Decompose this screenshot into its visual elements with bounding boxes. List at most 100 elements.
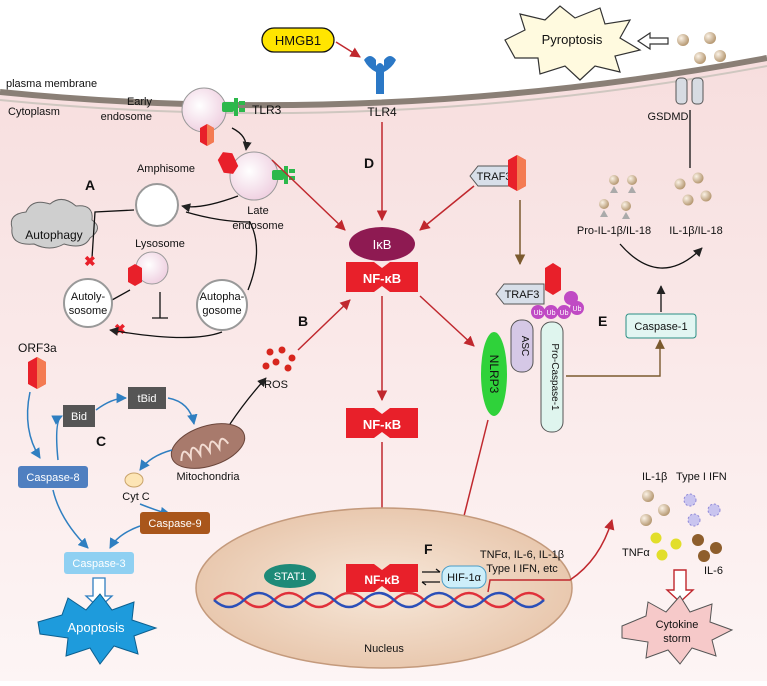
il6-particles	[692, 534, 722, 562]
tbid-box	[128, 387, 166, 409]
arrow-casp9-to-casp3	[109, 525, 141, 549]
hmgb1-label: HMGB1	[275, 33, 321, 48]
arrow-to-pyroptosis	[636, 31, 669, 51]
mitochondria-icon	[170, 423, 246, 469]
nucleus-label: Nucleus	[364, 643, 404, 655]
letter-b: B	[298, 313, 308, 329]
ub-label-4: Ub	[573, 306, 582, 313]
caspase1-box	[625, 313, 697, 339]
gsdmd-pore-icon	[675, 77, 704, 105]
line-lysosome-inhibit	[111, 289, 168, 319]
caspase8-label: Caspase-8	[26, 472, 79, 484]
amphisome-label: Amphisome	[137, 163, 195, 175]
traf3-top-label: TRAF3	[477, 171, 512, 183]
caspase3-label: Caspase-3	[72, 558, 125, 570]
arrow-inflammasome-to-casp1	[566, 339, 665, 377]
cytokine-storm-burst	[621, 595, 734, 665]
inhibit-mark-1: ✖	[84, 253, 96, 269]
letter-a: A	[85, 177, 95, 193]
arrow-bid-to-tbid	[95, 392, 128, 411]
late-endosome-label-1: Late	[247, 205, 268, 217]
cytokines-text-1: TNFα, IL-6, IL-1β	[480, 549, 564, 561]
cytokine-storm-label-1: Cytokine	[656, 619, 699, 631]
caspase9-label: Caspase-9	[148, 518, 201, 530]
early-endosome-label-2: endosome	[101, 111, 152, 123]
bid-box	[63, 405, 95, 427]
il-label: IL-1β/IL-18	[669, 225, 722, 237]
apoptosis-label: Apoptosis	[67, 620, 125, 635]
plasma-membrane-label: plasma membrane	[6, 78, 97, 90]
arrow-tlr3-to-nfkb	[271, 159, 346, 231]
letter-d: D	[364, 155, 374, 171]
arrow-hmgb1-tlr4	[335, 41, 361, 58]
orf3a-label: ORF3a	[18, 341, 57, 355]
procaspase1-label: Pro-Caspase-1	[549, 343, 560, 411]
inhibit-mark-2: ✖	[114, 321, 126, 337]
stat1-ellipse	[264, 564, 316, 588]
caspase9-box	[140, 512, 210, 534]
ub-label-3: Ub	[560, 310, 569, 317]
ub-label-1: Ub	[534, 310, 543, 317]
nfkb-complex-top	[346, 262, 418, 292]
bid-label: Bid	[71, 411, 87, 423]
autophagosome	[196, 279, 248, 331]
arrow-tbid-to-mito	[167, 397, 198, 426]
arrow-mito-to-cytc	[139, 449, 173, 471]
caspase8-box	[18, 466, 88, 488]
hif-box	[441, 565, 487, 589]
arrow-pro-il-to-il	[619, 243, 703, 269]
ikb-label: IκB	[373, 237, 392, 252]
ub-label-2: Ub	[547, 310, 556, 317]
pyroptosis-label: Pyroptosis	[542, 32, 603, 47]
autophagy-cloud	[10, 199, 98, 249]
late-endosome	[229, 151, 279, 201]
arrow-autophagosome-to-autolysosome	[109, 326, 223, 339]
letter-c: C	[96, 433, 106, 449]
caspase1-label: Caspase-1	[634, 321, 687, 333]
arrow-mito-to-ros	[229, 377, 267, 425]
cytoplasm-label: Cytoplasm	[8, 106, 60, 118]
tnfa-particles	[650, 532, 682, 561]
asc-label: ASC	[519, 336, 530, 357]
ros-label: ROS	[264, 379, 288, 391]
early-endosome	[181, 87, 227, 133]
nlrp3-label: NLRP3	[487, 355, 501, 394]
virus-icon-lysosome	[128, 264, 142, 286]
arrow-late-to-amphisome	[181, 195, 239, 213]
nfkb-label-nucleus: NF-κB	[364, 573, 400, 587]
nlrp3-ellipse	[481, 332, 507, 416]
arrow-ros-to-nfkb	[297, 299, 351, 351]
arrow-traf3-to-nfkb	[419, 185, 475, 231]
il-particles-outside	[677, 32, 726, 64]
nfkb-complex-middle	[346, 408, 418, 438]
stat1-label: STAT1	[274, 571, 307, 583]
tnfa-label: TNFα	[622, 547, 650, 559]
arrow-early-to-late	[231, 127, 252, 151]
gsdmd-label: GSDMD	[648, 111, 689, 123]
arrow-transcription-out	[487, 518, 615, 593]
ikb-ellipse	[349, 227, 415, 261]
cytc-icon	[124, 472, 144, 488]
autolysosome	[63, 278, 113, 328]
tlr3-label: TLR3	[252, 103, 282, 117]
autolysosome-label-2: sosome	[69, 305, 108, 317]
arrow-nfkb-to-nlrp3	[419, 295, 475, 347]
lysosome-label: Lysosome	[135, 238, 185, 250]
cytc-label: Cyt C	[122, 491, 150, 503]
nfkb-label-top: NF-κB	[363, 271, 401, 286]
traf3-lower-label: TRAF3	[505, 289, 540, 301]
type1ifn-label: Type I IFN	[676, 471, 727, 483]
hif-label: HIF-1α	[447, 572, 482, 584]
pro-il-label: Pro-IL-1β/IL-18	[577, 225, 651, 237]
arrow-autophagosome-to-amphisome	[185, 211, 258, 291]
ros-dots	[262, 346, 296, 372]
letter-e: E	[598, 313, 607, 329]
procaspase1-box	[540, 321, 564, 433]
apoptosis-burst	[37, 593, 158, 665]
nfkb-label-middle: NF-κB	[363, 417, 401, 432]
asc-box	[510, 319, 534, 373]
traf3-top: TRAF3	[469, 155, 526, 191]
traf3-lower: TRAF3	[495, 263, 561, 305]
